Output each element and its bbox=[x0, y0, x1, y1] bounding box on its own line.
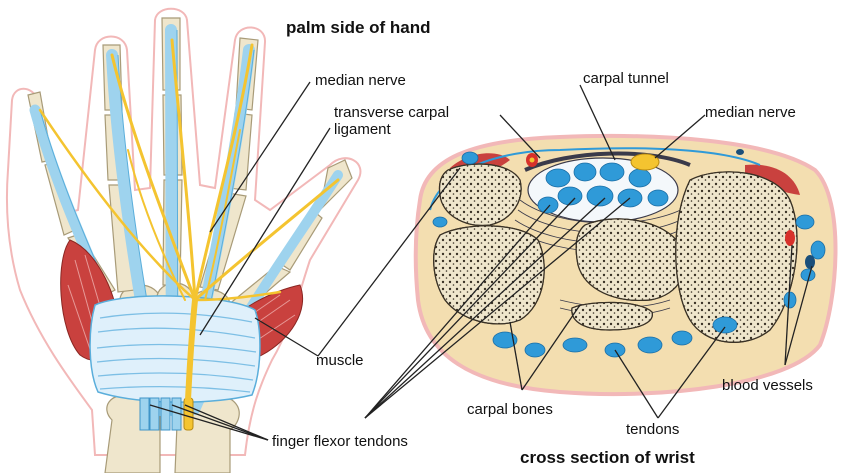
label-finger-flexor-tendons: finger flexor tendons bbox=[272, 433, 408, 450]
tunnel-median-nerve bbox=[631, 154, 659, 170]
hand-title: palm side of hand bbox=[286, 18, 431, 38]
wrist-cross-section bbox=[416, 136, 836, 394]
label-tendons: tendons bbox=[626, 421, 679, 438]
label-carpal-tunnel: carpal tunnel bbox=[583, 70, 669, 87]
label-median-nerve-hand: median nerve bbox=[315, 72, 406, 89]
label-carpal-bones: carpal bones bbox=[467, 401, 553, 418]
hand-illustration bbox=[7, 9, 361, 473]
label-median-nerve-wrist: median nerve bbox=[705, 104, 796, 121]
wrist-title: cross section of wrist bbox=[520, 448, 695, 468]
label-transverse-carpal: transverse carpal bbox=[334, 104, 449, 121]
label-ligament: ligament bbox=[334, 121, 391, 138]
label-muscle: muscle bbox=[316, 352, 364, 369]
wrist-tendons bbox=[140, 398, 181, 430]
label-blood-vessels: blood vessels bbox=[722, 377, 813, 394]
